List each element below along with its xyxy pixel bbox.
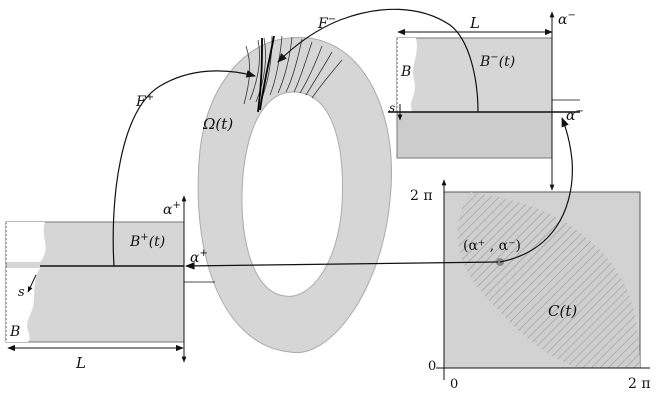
alpha-minus-projection-arrow [499, 117, 573, 263]
L-bottom-label: L [75, 354, 86, 372]
omega-ring [197, 35, 392, 354]
zero-y-label: 0 [428, 359, 436, 374]
c-t-label: C(t) [548, 302, 577, 320]
s-bottom-label: s [18, 285, 25, 300]
b-plus-label: B+(t) [129, 232, 165, 250]
c-square [436, 179, 650, 380]
two-pi-x-label: 2 π [628, 376, 651, 392]
alpha-plus-projection-arrow [185, 261, 499, 270]
f-minus-label: F− [317, 14, 336, 32]
b-plus-box [5, 195, 215, 363]
alpha-minus-axis-label: α− [558, 10, 576, 28]
omega-label: Ω(t) [202, 115, 233, 133]
b-minus-box [388, 11, 580, 191]
L-top-label: L [469, 14, 480, 32]
two-pi-y-label: 2 π [410, 188, 433, 204]
alpha-minus-line-label: α− [566, 106, 584, 124]
alpha-plus-line-label: α+ [190, 248, 208, 266]
point-label: (α⁺ , α⁻) [463, 238, 521, 254]
B-bottom-label: B [9, 324, 20, 340]
f-plus-label: F+ [135, 92, 154, 110]
f-plus-arrow [112, 70, 256, 267]
b-minus-label: B−(t) [479, 52, 515, 70]
alpha-plus-axis-label: α+ [163, 200, 181, 218]
omega-fibers [243, 35, 343, 105]
zero-x-label: 0 [450, 377, 458, 392]
s-top-label: s [389, 101, 395, 115]
B-top-label: B [400, 64, 411, 80]
f-minus-arrow [277, 8, 479, 113]
